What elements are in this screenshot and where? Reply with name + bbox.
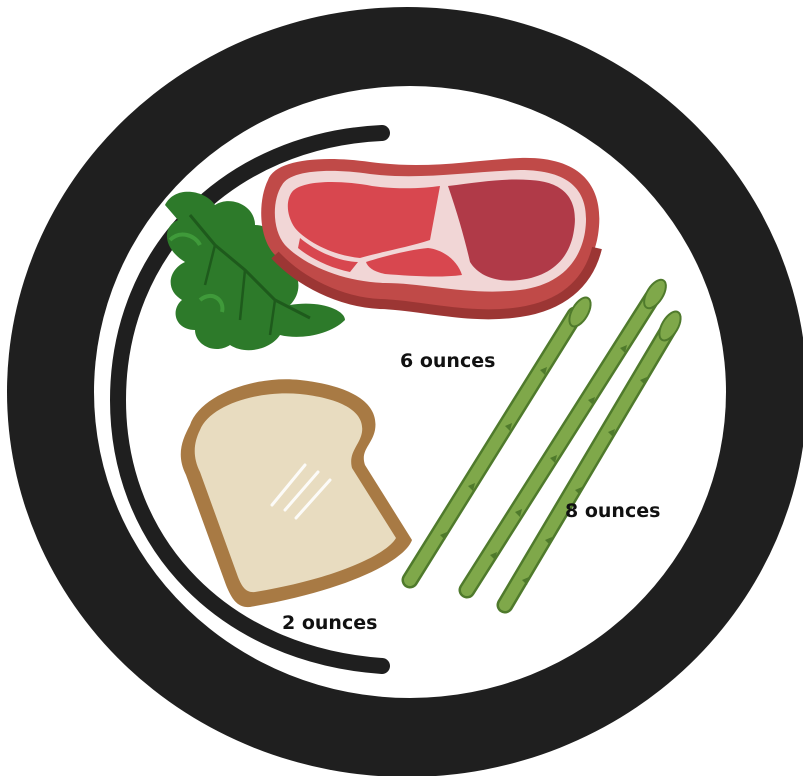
- plate-icon: [7, 7, 803, 776]
- meat-portion-label: 6 ounces: [400, 350, 495, 372]
- bread-portion-label: 2 ounces: [282, 612, 377, 634]
- asparagus-portion-label: 8 ounces: [565, 500, 660, 522]
